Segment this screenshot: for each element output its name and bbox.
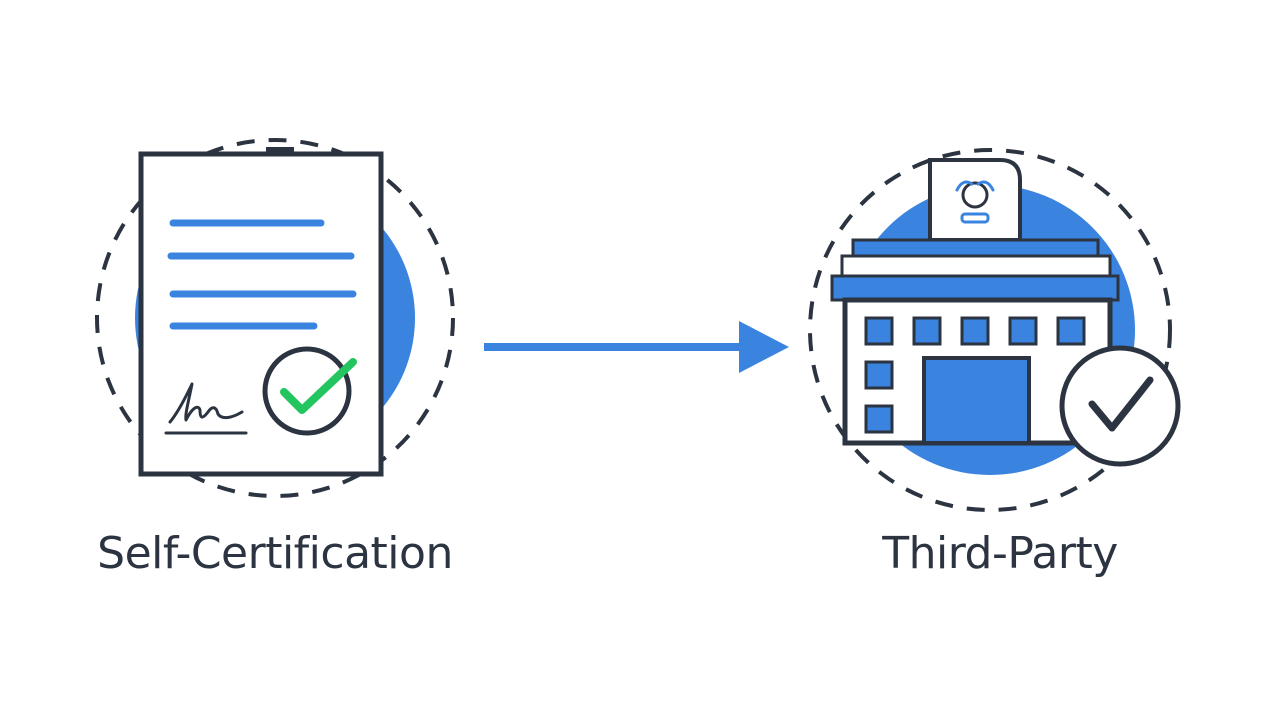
signature-scribble [168, 382, 244, 424]
third-party-label: Third-Party [882, 528, 1118, 579]
check-icon [1088, 376, 1154, 432]
document-clip [266, 147, 294, 155]
right-dashed-ring [808, 148, 1172, 512]
emblem-icon [955, 180, 995, 224]
emblem-ring [961, 181, 989, 209]
roof-tier-middle [840, 254, 1112, 278]
building-door [922, 356, 1031, 445]
roof-tier-top [851, 238, 1100, 258]
emblem-base [960, 212, 990, 224]
window [1008, 316, 1038, 346]
window [1056, 316, 1086, 346]
self-certification-node [95, 138, 455, 498]
verified-badge [1059, 345, 1181, 467]
seal-tab [928, 158, 1022, 242]
arrow-right-icon [484, 321, 789, 373]
arrow-head [739, 321, 789, 373]
window [864, 360, 894, 390]
self-certification-label: Self-Certification [97, 528, 453, 579]
document-sheet [138, 151, 384, 477]
signed-document-icon [138, 147, 384, 477]
window [912, 316, 942, 346]
window [960, 316, 990, 346]
window [864, 404, 894, 434]
green-check-icon [280, 358, 357, 414]
certified-building-icon [830, 158, 1181, 467]
approval-badge [262, 346, 352, 436]
left-dashed-ring [95, 138, 455, 498]
third-party-node [808, 148, 1181, 512]
window [864, 316, 894, 346]
emblem-wings [955, 180, 995, 192]
roof-tier-bottom [830, 274, 1120, 302]
